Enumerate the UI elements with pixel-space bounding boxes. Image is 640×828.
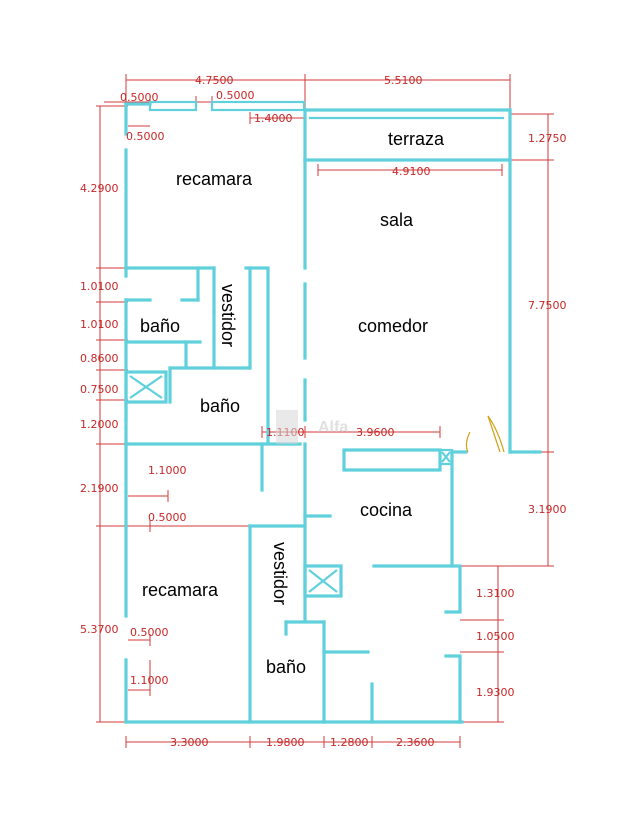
dim-top-right-width: 5.5100 [384, 74, 423, 87]
dim-left-9: 1.2000 [80, 418, 119, 431]
watermark-text: Alfa [318, 419, 348, 436]
dim-bottom-a: 3.3000 [170, 736, 209, 749]
dim-right-b: 1.3100 [476, 587, 515, 600]
dim-top-a: 0.5000 [120, 91, 159, 104]
dim-bottom-c: 1.2800 [330, 736, 369, 749]
room-vestidor-top: vestidor [218, 284, 238, 347]
room-recamara-bottom: recamara [142, 580, 219, 600]
room-labels: recamara terraza sala vestidor baño come… [140, 129, 445, 677]
dim-right-c: 1.0500 [476, 630, 515, 643]
dim-right-d: 1.9300 [476, 686, 515, 699]
dim-inner-a: 1.1000 [148, 464, 187, 477]
dim-left-8: 0.7500 [80, 383, 119, 396]
dim-bottom-b: 1.9800 [266, 736, 305, 749]
dim-terraza-width: 4.9100 [392, 165, 431, 178]
room-bano-3: baño [266, 657, 306, 677]
dim-inner-c: 0.5000 [130, 626, 169, 639]
dim-inner-d: 1.1000 [130, 674, 169, 687]
dim-terraza-height: 1.2750 [528, 132, 567, 145]
dim-left-4: 4.2900 [80, 182, 119, 195]
room-comedor: comedor [358, 316, 428, 336]
dimension-lines [96, 74, 554, 748]
room-recamara-top: recamara [176, 169, 253, 189]
dim-mid-b: 3.9600 [356, 426, 395, 439]
dim-left-7: 0.8600 [80, 352, 119, 365]
dim-right-cocina: 3.1900 [528, 503, 567, 516]
walls [124, 100, 542, 724]
dim-left-11: 5.3700 [80, 623, 119, 636]
watermark-logo: Alfa [276, 410, 348, 444]
dim-left-6: 1.0100 [80, 318, 119, 331]
dimension-labels: 4.7500 5.5100 0.5000 0.5000 1.4000 0.500… [80, 74, 567, 749]
dim-left-a: 0.5000 [126, 130, 165, 143]
room-cocina: cocina [360, 500, 413, 520]
dim-top-c: 1.4000 [254, 112, 293, 125]
dim-left-5: 1.0100 [80, 280, 119, 293]
room-terraza: terraza [388, 129, 445, 149]
dim-right-main: 7.7500 [528, 299, 567, 312]
room-sala: sala [380, 210, 414, 230]
door-swing [465, 415, 505, 453]
room-bano-1: baño [140, 316, 180, 336]
room-bano-2: baño [200, 396, 240, 416]
dim-top-left-width: 4.7500 [195, 74, 234, 87]
dim-top-b: 0.5000 [216, 89, 255, 102]
room-vestidor-bottom: vestidor [270, 542, 290, 605]
dim-inner-b: 0.5000 [148, 511, 187, 524]
dim-left-10: 2.1900 [80, 482, 119, 495]
dim-bottom-d: 2.3600 [396, 736, 435, 749]
